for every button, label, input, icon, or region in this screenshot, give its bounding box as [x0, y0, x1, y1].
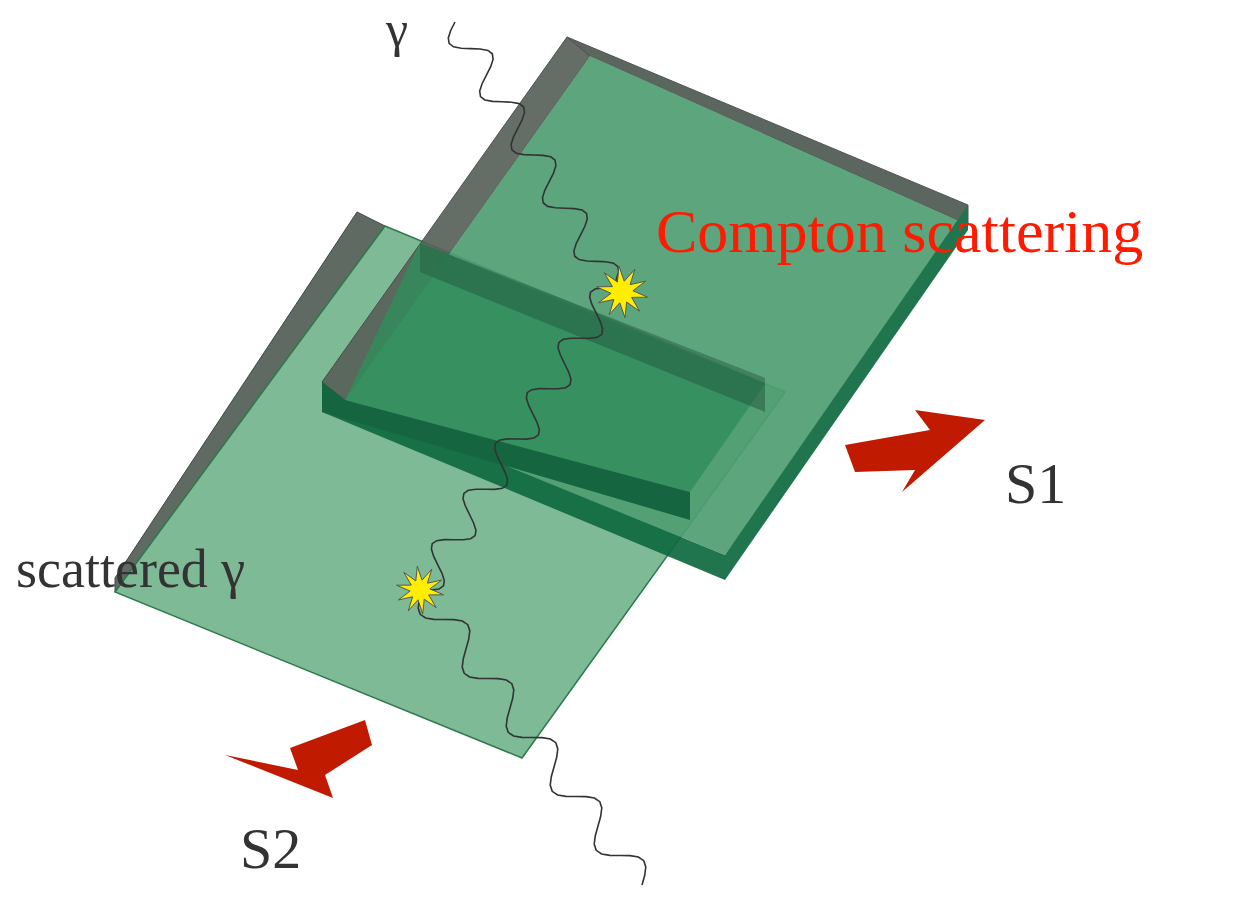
scintillator-plate [322, 37, 968, 580]
detector-label: S2 [240, 820, 301, 878]
readout-arrow [845, 410, 985, 492]
interaction-burst [597, 266, 648, 318]
gamma-label: γ [386, 4, 408, 54]
gamma-ray [418, 22, 646, 885]
readout-arrow [225, 720, 372, 798]
process-label: Compton scattering [656, 200, 1143, 262]
interaction-burst [397, 566, 444, 614]
scattered-label: scattered γ [16, 542, 245, 596]
detector-label: S1 [1005, 455, 1066, 513]
